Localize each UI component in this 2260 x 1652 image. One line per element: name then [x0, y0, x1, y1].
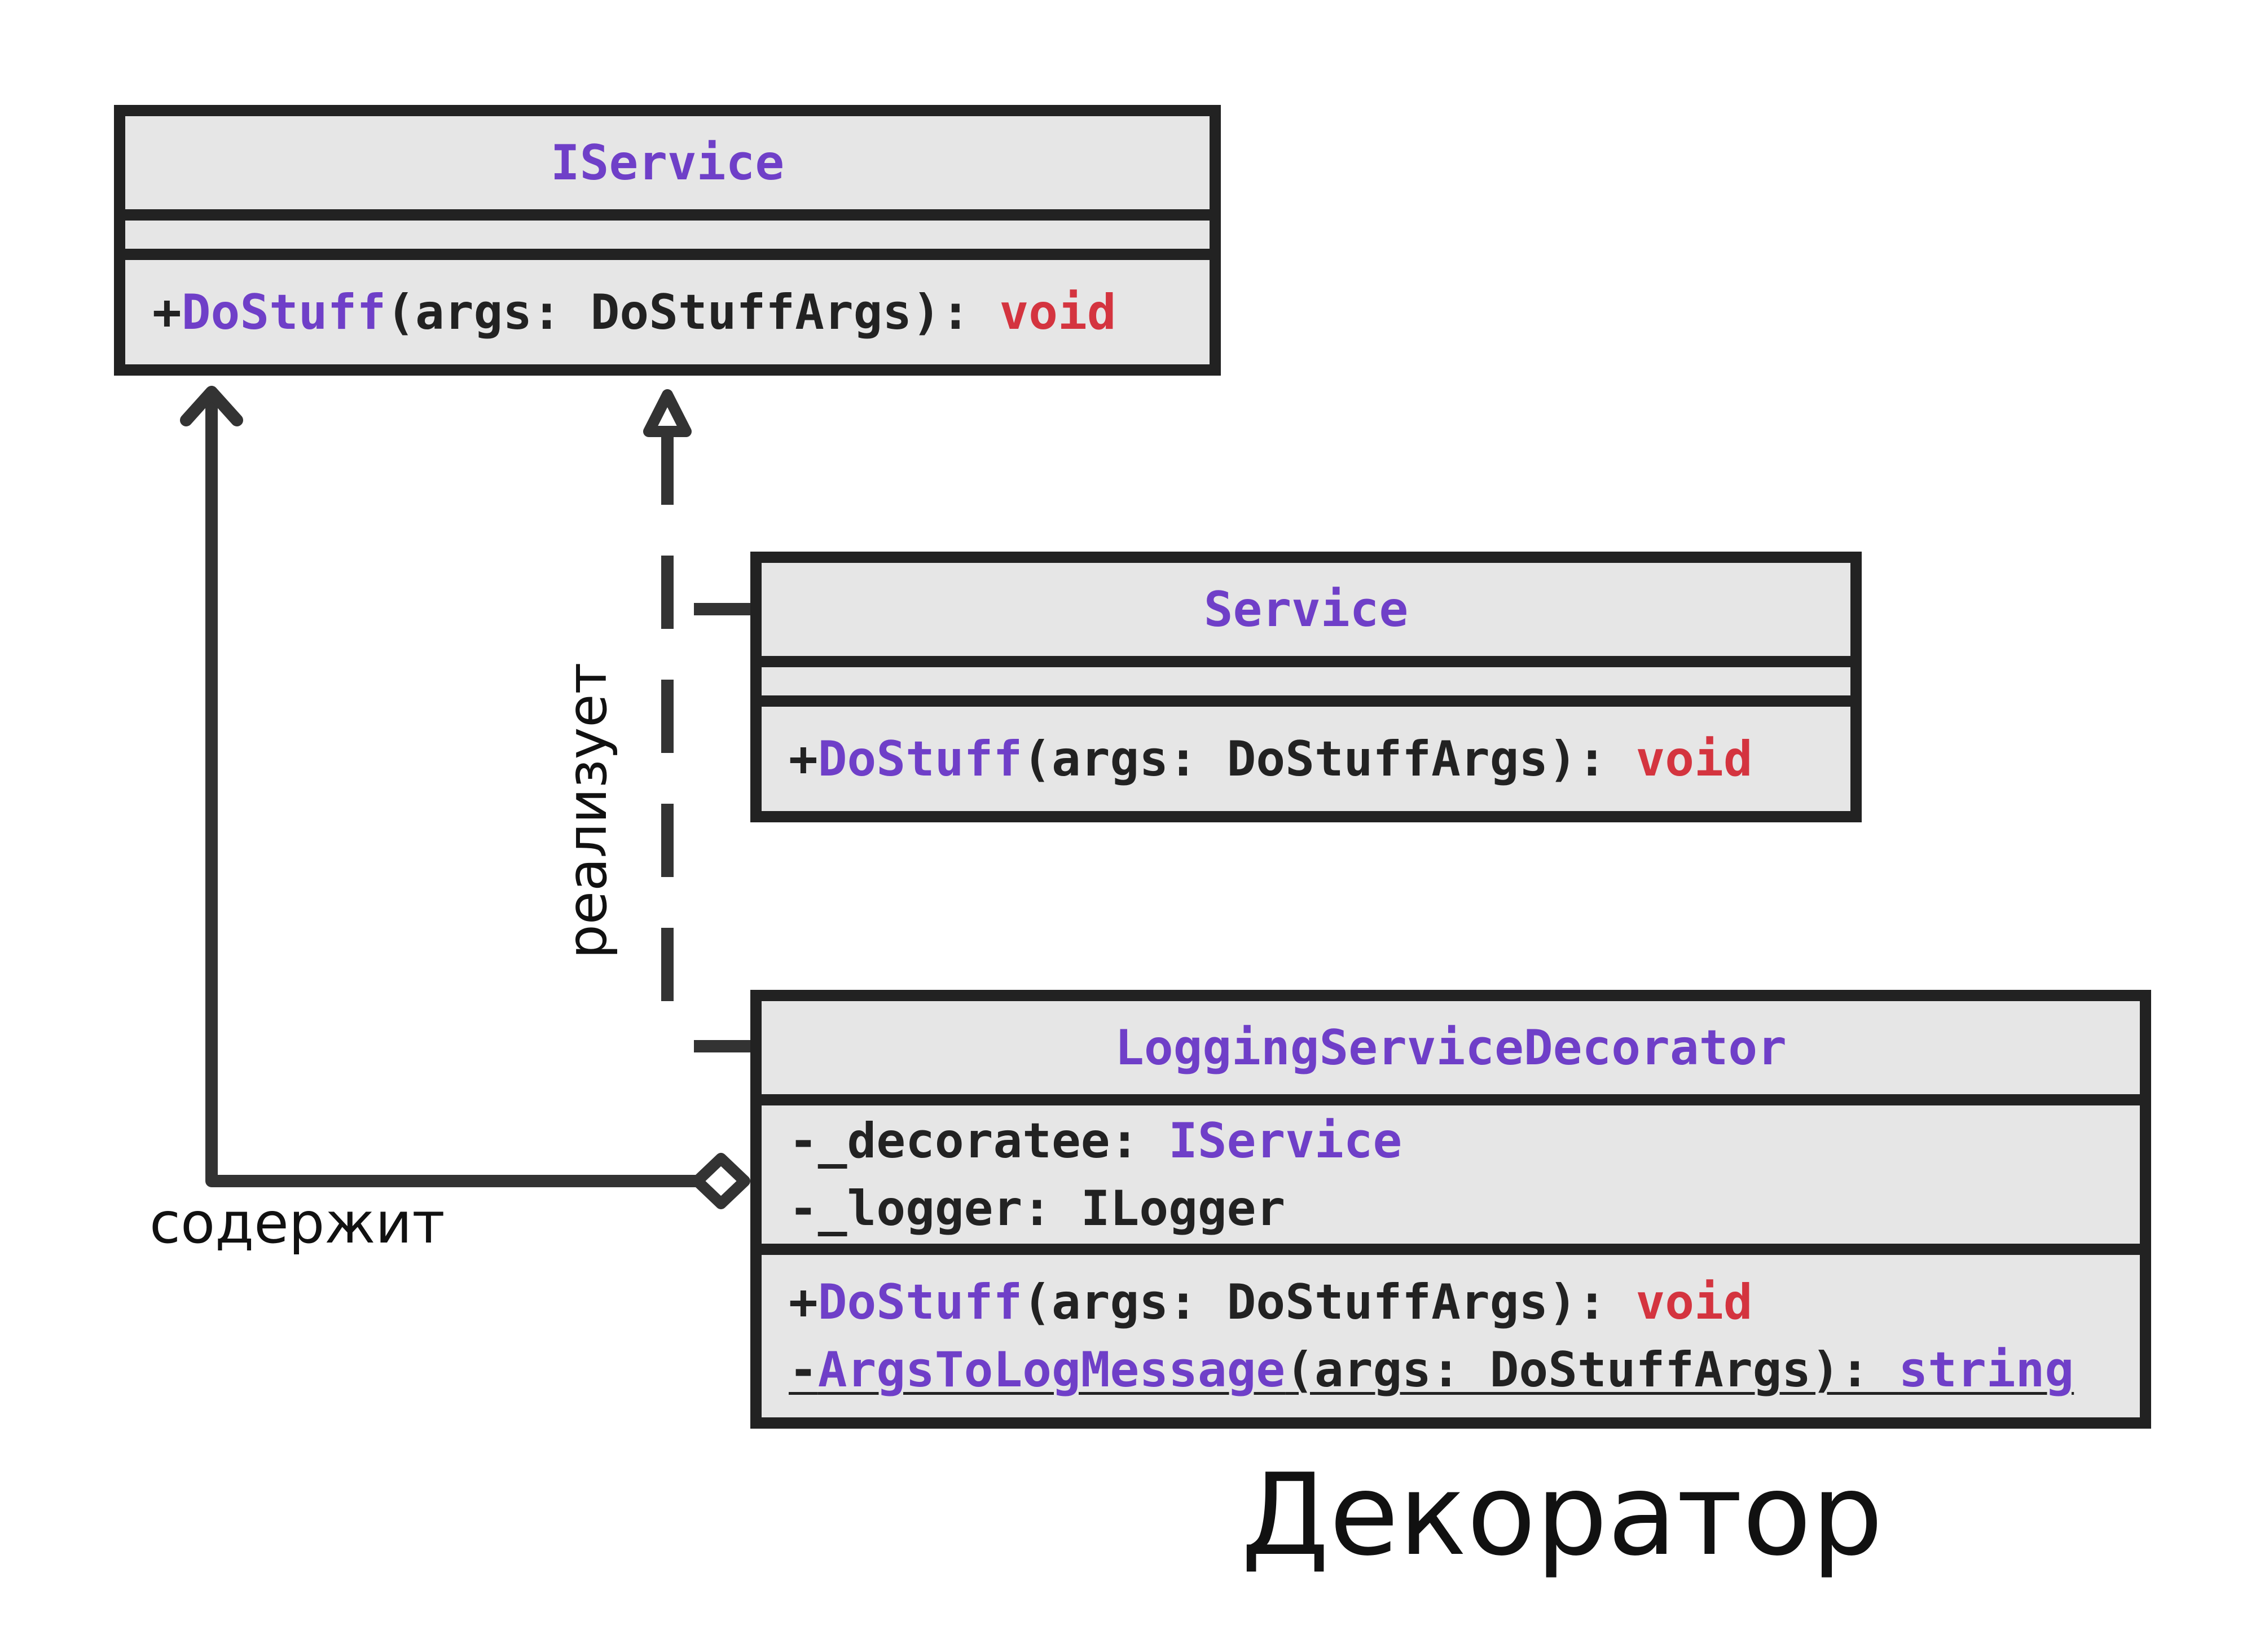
class-iservice-name: IService: [550, 134, 785, 191]
class-decorator-attributes: -_decoratee: IService -_logger: ILogger: [762, 1105, 2140, 1244]
attribute-row: -_logger: ILogger: [789, 1180, 1286, 1237]
operation-row-static: -ArgsToLogMessage(args: DoStuffArgs): st…: [789, 1342, 2074, 1398]
class-service-attributes: [762, 667, 1850, 695]
class-decorator-operations: +DoStuff(args: DoStuffArgs): void -ArgsT…: [762, 1255, 2140, 1417]
aggregation-line: [205, 398, 700, 1187]
class-iservice-operations: +DoStuff(args: DoStuffArgs): void: [125, 260, 1210, 364]
operation-row: +DoStuff(args: DoStuffArgs): void: [789, 730, 1753, 787]
class-iservice[interactable]: IService +DoStuff(args: DoStuffArgs): vo…: [114, 105, 1221, 376]
class-decorator[interactable]: LoggingServiceDecorator -_decoratee: ISe…: [750, 990, 2151, 1429]
class-iservice-attributes: [125, 221, 1210, 249]
aggregation-arrowhead: [180, 386, 243, 426]
class-service[interactable]: Service +DoStuff(args: DoStuffArgs): voi…: [750, 552, 1862, 822]
aggregation-diamond-icon: [692, 1153, 750, 1209]
attribute-row: -_decoratee: IService: [789, 1112, 1402, 1169]
operation-row: +DoStuff(args: DoStuffArgs): void: [789, 1274, 1753, 1331]
class-decorator-name: LoggingServiceDecorator: [1115, 1019, 1787, 1076]
realization-arrowhead: [643, 389, 692, 437]
class-service-name: Service: [1203, 581, 1409, 638]
operation-row: +DoStuff(args: DoStuffArgs): void: [152, 284, 1116, 341]
contains-label: содержит: [150, 1190, 445, 1256]
diagram-title: Декоратор: [1241, 1450, 1883, 1581]
class-service-operations: +DoStuff(args: DoStuffArgs): void: [762, 707, 1850, 811]
realizes-label: реализует: [556, 662, 619, 959]
